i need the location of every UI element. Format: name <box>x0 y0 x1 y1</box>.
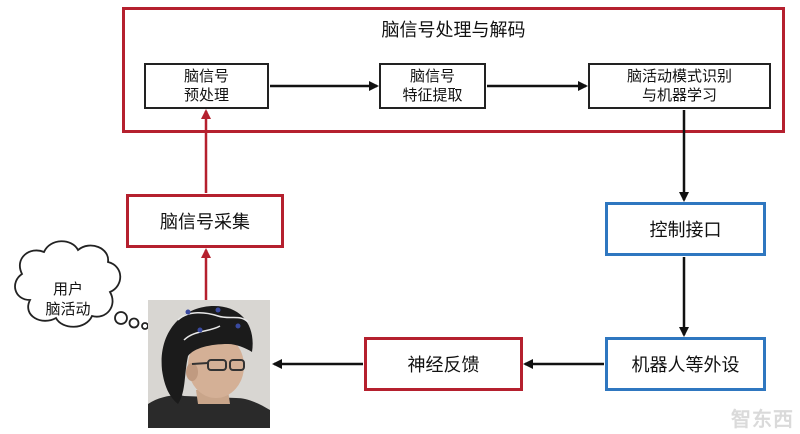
thought-bubble-large <box>114 311 128 325</box>
user-photo <box>148 300 270 428</box>
pattern-recognition-line2: 与机器学习 <box>641 86 717 104</box>
decode-module-title: 脑信号处理与解码 <box>381 20 526 41</box>
watermark-logo: 智东西 <box>731 407 794 431</box>
neurofeedback-box: 神经反馈 <box>364 337 523 391</box>
decode-module-frame <box>122 7 785 133</box>
pattern-recognition-line1: 脑活动模式识别 <box>626 67 732 85</box>
feature-extraction-box: 脑信号 特征提取 <box>379 63 486 109</box>
preprocessing-line1: 脑信号 <box>183 67 229 85</box>
pattern-recognition-box: 脑活动模式识别 与机器学习 <box>588 63 771 109</box>
signal-acquisition-box: 脑信号采集 <box>126 194 284 248</box>
feature-extraction-line1: 脑信号 <box>409 67 455 85</box>
user-thought-line1: 用户 <box>52 280 83 298</box>
thought-cloud <box>14 240 149 330</box>
feature-extraction-line2: 特征提取 <box>402 86 463 104</box>
user-thought-text: 用户 脑活动 <box>28 279 108 319</box>
user-thought-line2: 脑活动 <box>45 300 91 318</box>
preprocessing-box: 脑信号 预处理 <box>144 63 269 109</box>
thought-bubble-medium <box>128 317 140 329</box>
control-interface-box: 控制接口 <box>605 202 766 256</box>
peripheral-device-box: 机器人等外设 <box>605 337 766 391</box>
preprocessing-line2: 预处理 <box>183 86 229 104</box>
